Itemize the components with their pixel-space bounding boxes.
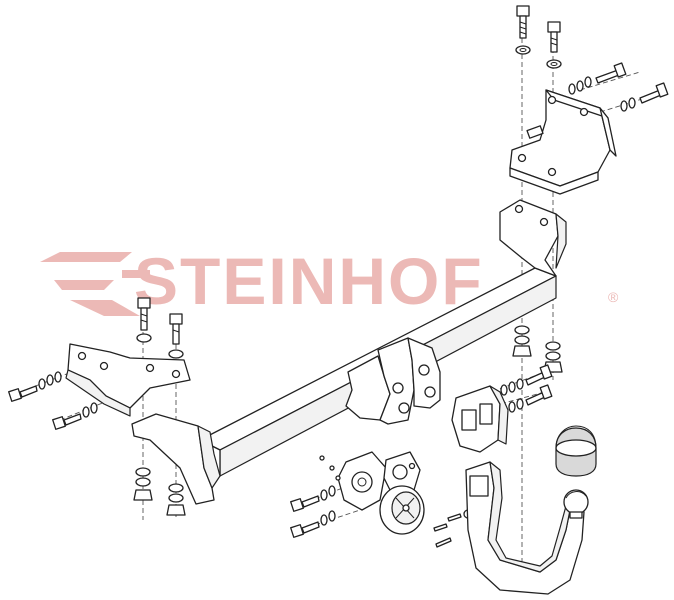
right-middle-washers-nuts xyxy=(512,325,563,373)
bolt-left-2 xyxy=(168,313,184,359)
side-bolt-right-mid xyxy=(500,364,553,413)
washer-top-right-1 xyxy=(515,45,531,55)
electrical-socket xyxy=(379,485,425,535)
tow-ball xyxy=(563,489,589,519)
side-bolt-left-2 xyxy=(52,402,98,430)
side-bolt-left-1 xyxy=(8,371,62,402)
right-side-arm xyxy=(499,199,567,277)
left-side-arm xyxy=(131,413,221,505)
socket-bracket xyxy=(337,451,421,511)
washer-top-right-2 xyxy=(546,59,562,69)
center-mount-plates xyxy=(345,337,441,425)
side-bolt-socket-1 xyxy=(290,485,336,512)
left-bottom-washers-nuts xyxy=(133,467,186,516)
towbar-neck xyxy=(465,461,585,595)
brand-wordmark: STEINHOF xyxy=(134,244,484,318)
side-bolt-top-right-1 xyxy=(568,62,627,95)
side-bolt-top-right-2 xyxy=(620,82,669,112)
steinhof-swoosh-logo xyxy=(40,252,150,316)
tow-ball-cap xyxy=(555,425,597,477)
right-mounting-bracket xyxy=(509,89,617,195)
bolt-top-right-2 xyxy=(547,21,561,53)
steinhof-watermark: STEINHOF ® xyxy=(40,244,619,318)
left-mounting-bracket xyxy=(65,343,191,417)
bolt-left-1 xyxy=(136,297,152,343)
side-bolt-socket-2 xyxy=(290,510,336,538)
towbar-mount-block xyxy=(451,385,509,453)
bolt-top-right-1 xyxy=(516,5,530,39)
registered-mark: ® xyxy=(608,289,619,305)
